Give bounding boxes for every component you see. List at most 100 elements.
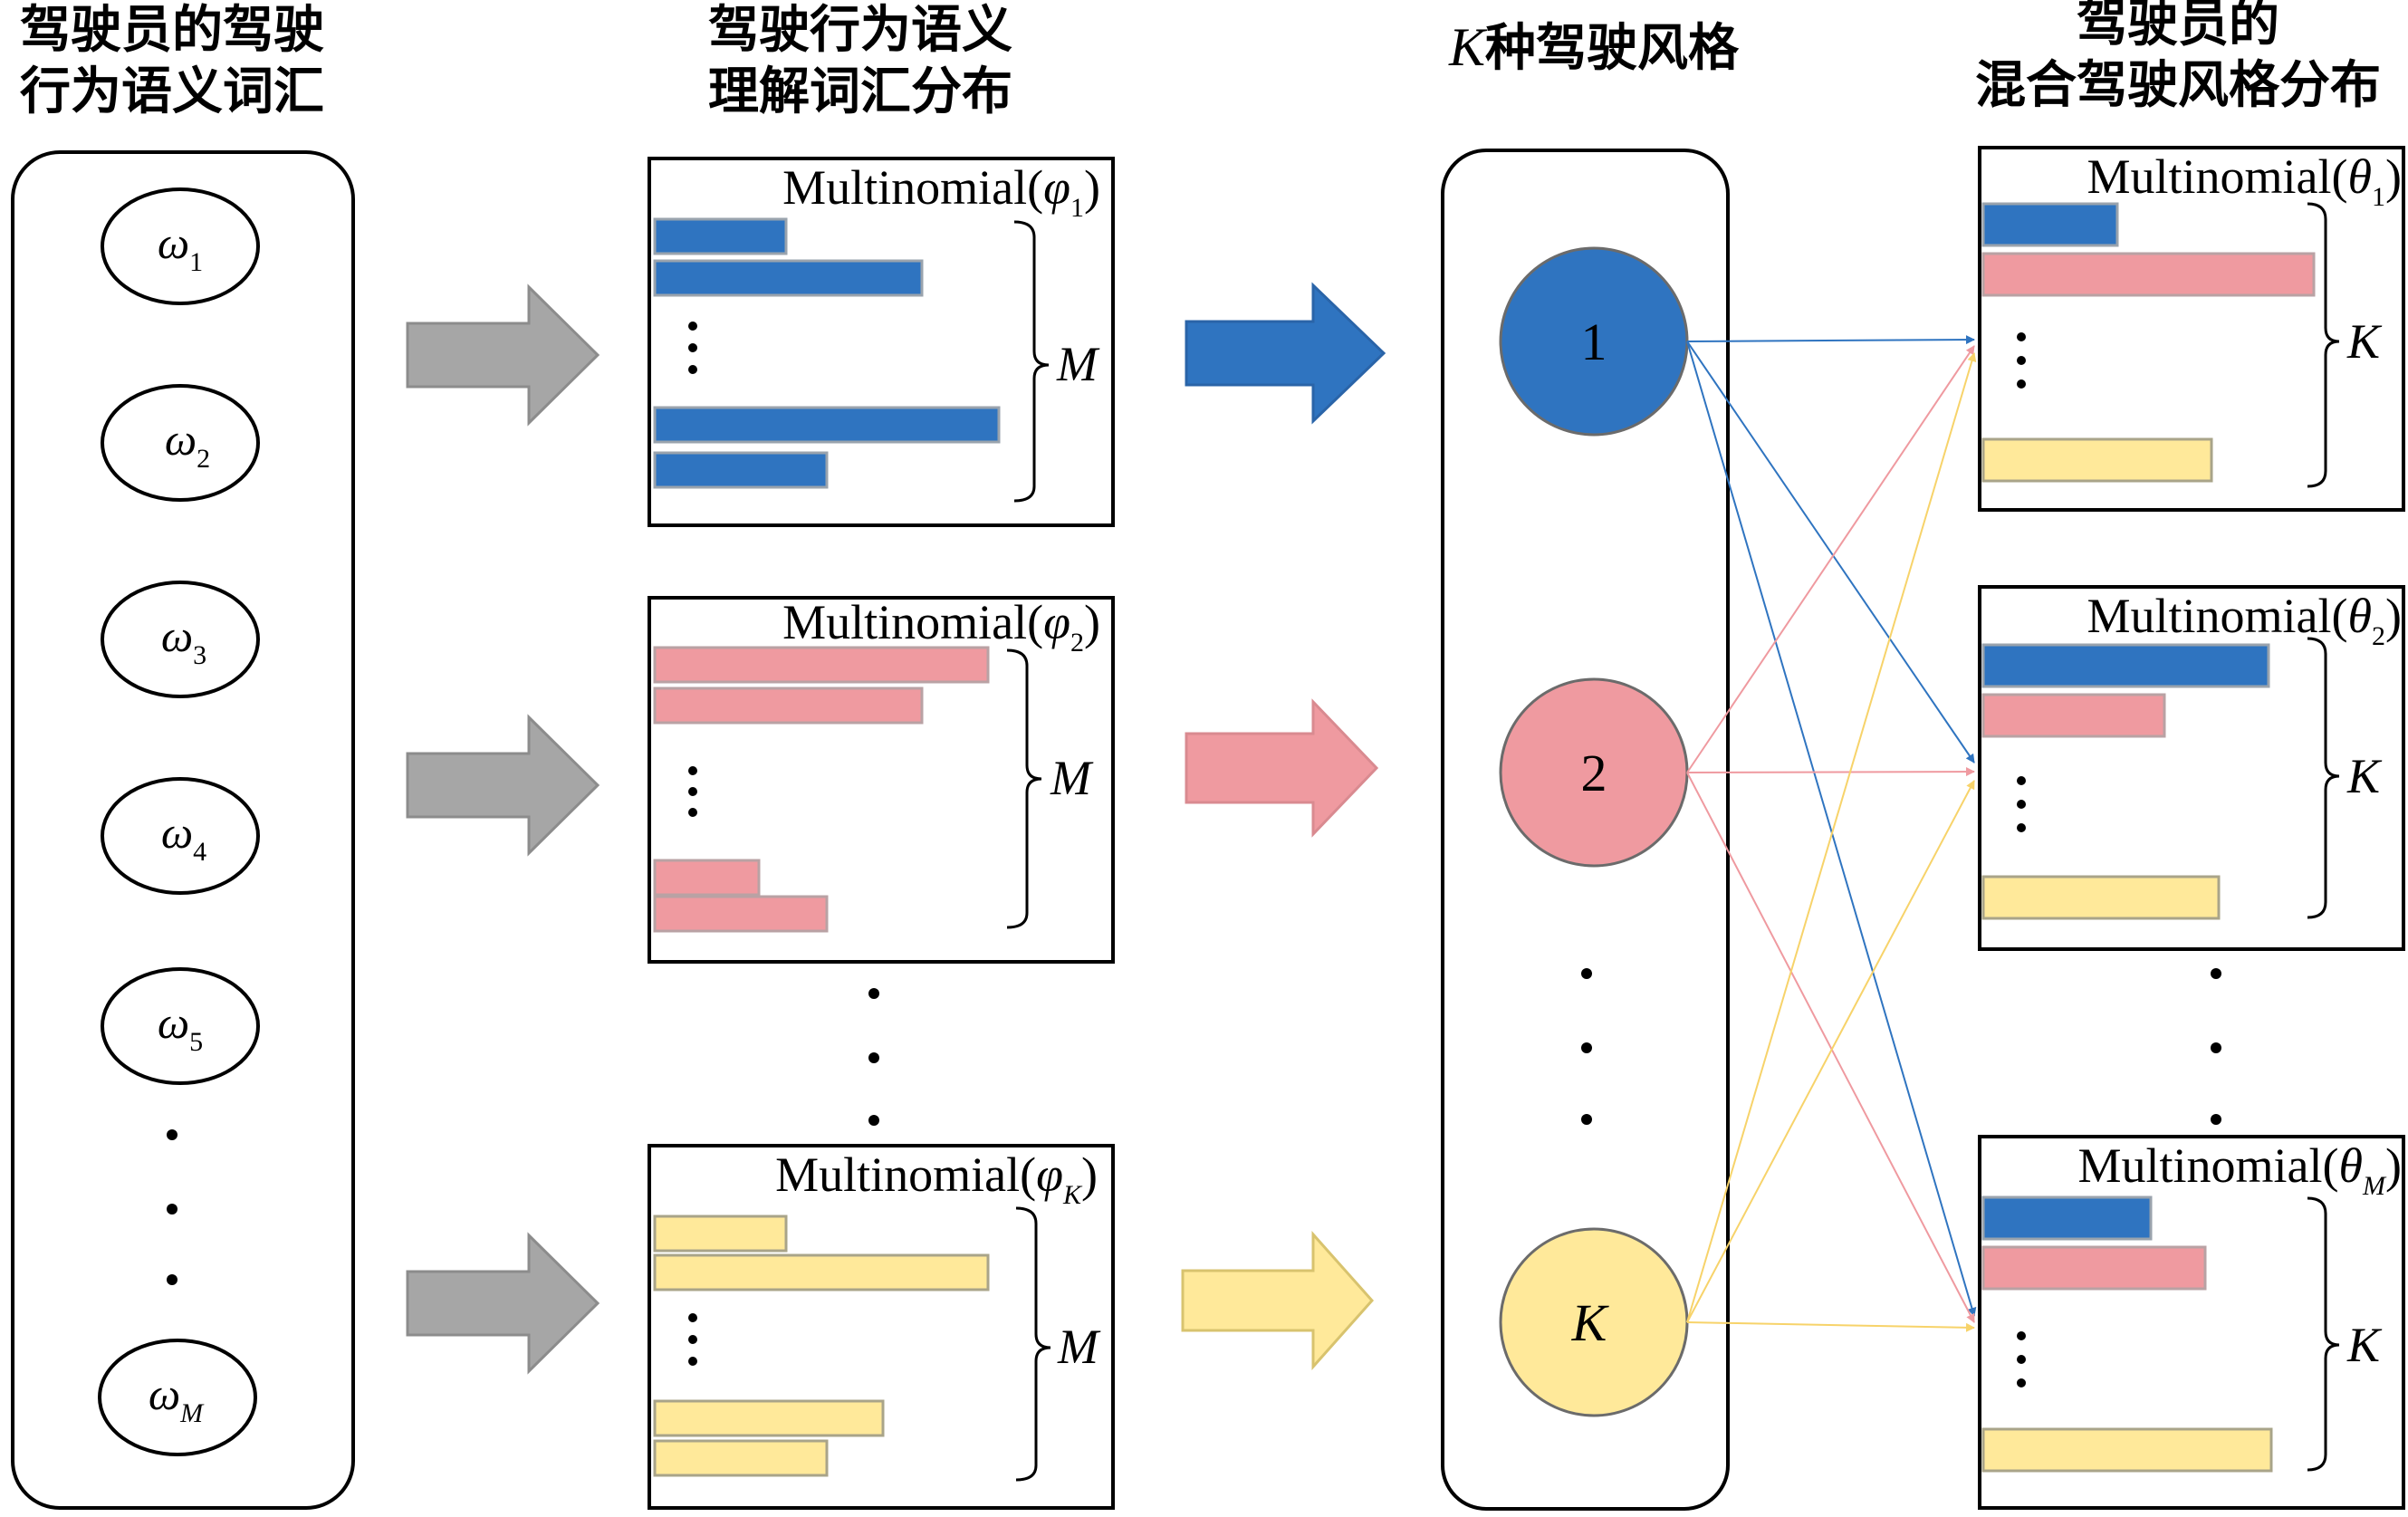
style-to-driver-connections xyxy=(1686,335,1977,1332)
brace xyxy=(1006,648,1042,929)
brace-label-m: M xyxy=(1056,337,1100,391)
blue-arrow xyxy=(1185,282,1386,425)
bar xyxy=(1981,1195,2153,1241)
header-style-mixture-line2: 混合驾驶风格分布 xyxy=(1975,56,2381,115)
bar xyxy=(1981,693,2166,738)
word-subscript-4: 4 xyxy=(193,837,206,867)
header-style-mixture-line1: 驾驶员的 xyxy=(2077,0,2279,53)
yellow-arrow xyxy=(1181,1231,1375,1370)
svg-text:ωM: ωM xyxy=(149,1368,205,1428)
brace-label-k: K xyxy=(2346,314,2383,369)
style-node-label: 2 xyxy=(1581,744,1607,802)
multinomial-phi-2-label: Multinomial(φ2) xyxy=(782,595,1100,658)
multinomial-theta-2-label: Multinomial(θ2) xyxy=(2087,589,2403,651)
word-subscript-1: 1 xyxy=(189,247,203,277)
header-word-vocabulary-line1: 驾驶员的驾驶 xyxy=(20,1,324,60)
bar xyxy=(653,646,990,684)
ellipsis-dots xyxy=(688,766,697,817)
bar xyxy=(653,1399,885,1437)
brace-label-k: K xyxy=(2346,1318,2383,1372)
brace xyxy=(2307,202,2340,488)
multinomial-phi-k-label: Multinomial(φK) xyxy=(775,1147,1098,1210)
style-node-label: 1 xyxy=(1581,312,1607,371)
bar xyxy=(653,1253,990,1291)
bar xyxy=(1981,437,2213,483)
header-word-distribution-line1: 驾驶行为语义 xyxy=(708,1,1012,60)
bar xyxy=(1981,1245,2207,1291)
svg-text:ω5: ω5 xyxy=(158,997,203,1057)
word-node-5: ω5 xyxy=(101,967,260,1085)
bar xyxy=(1981,202,2119,247)
style-mixture-box-1: Multinomial(θ1) K xyxy=(1978,146,2405,512)
bar xyxy=(1981,252,2316,297)
brace xyxy=(1013,220,1050,503)
bar xyxy=(1981,875,2221,920)
style-node-1: 1 xyxy=(1499,246,1689,437)
word-node-2: ω2 xyxy=(101,384,260,502)
gray-arrow-3 xyxy=(406,1232,600,1375)
style-mixture-box-2: Multinomial(θ2) K xyxy=(1978,585,2405,951)
word-node-1: ω1 xyxy=(101,187,260,305)
brace-label-k: K xyxy=(2346,749,2383,803)
bar xyxy=(653,451,829,489)
multinomial-theta-m-label: Multinomial(θM) xyxy=(2078,1138,2403,1201)
pink-arrow xyxy=(1185,698,1379,838)
gray-arrow-2 xyxy=(406,714,600,857)
header-k-driving-styles: K种驾驶风格 xyxy=(1448,17,1740,78)
bar xyxy=(653,259,924,297)
word-subscript-5: 5 xyxy=(189,1027,203,1057)
omega-symbol: ω xyxy=(158,217,189,268)
header-k-text: 种驾驶风格 xyxy=(1485,19,1740,78)
bar xyxy=(653,859,761,897)
svg-text:ω4: ω4 xyxy=(161,807,206,867)
word-node-4: ω4 xyxy=(101,777,260,895)
bar xyxy=(1981,1427,2273,1473)
ellipsis-dots xyxy=(2017,776,2026,832)
bar xyxy=(653,895,829,933)
gray-arrow-1 xyxy=(406,283,600,427)
header-k-symbol: K xyxy=(1448,17,1488,77)
word-node-m: ωM xyxy=(98,1339,257,1456)
bar xyxy=(1981,643,2270,688)
brace-label-m: M xyxy=(1050,751,1094,805)
word-node-3: ω3 xyxy=(101,581,260,698)
ellipsis-dots xyxy=(2017,1331,2026,1387)
ellipsis-dots xyxy=(688,1313,697,1366)
style-mixture-box-m: Multinomial(θM) K xyxy=(1978,1135,2405,1510)
brace xyxy=(2307,637,2340,919)
word-subscript-m: M xyxy=(179,1398,205,1428)
style-node-2: 2 xyxy=(1499,677,1689,868)
svg-text:ω2: ω2 xyxy=(165,414,210,474)
ellipsis-dots xyxy=(868,988,879,1126)
word-distribution-box-k: Multinomial(φK) M xyxy=(648,1144,1115,1510)
ellipsis-dots xyxy=(2017,332,2026,389)
omega-symbol: ω xyxy=(158,997,189,1048)
svg-text:ω1: ω1 xyxy=(158,217,203,277)
omega-symbol: ω xyxy=(161,610,193,661)
style-node-k: K xyxy=(1499,1227,1689,1417)
ellipsis-dots xyxy=(1581,968,1592,1125)
style-node-label: K xyxy=(1571,1293,1610,1352)
ellipsis-dots xyxy=(2211,968,2221,1125)
header-word-distribution-line2: 理解词汇分布 xyxy=(708,62,1012,121)
bar xyxy=(653,1439,829,1477)
header-word-vocabulary-line2: 行为语义词汇 xyxy=(20,62,324,121)
multinomial-phi-1-label: Multinomial(φ1) xyxy=(782,160,1100,223)
brace xyxy=(2307,1196,2340,1472)
word-distribution-box-2: Multinomial(φ2) M xyxy=(648,595,1115,964)
brace-label-m: M xyxy=(1057,1320,1101,1374)
omega-symbol: ω xyxy=(149,1368,180,1419)
bar xyxy=(653,1215,788,1253)
word-distribution-box-1: Multinomial(φ1) M xyxy=(648,157,1115,527)
word-subscript-3: 3 xyxy=(193,640,206,670)
multinomial-theta-1-label: Multinomial(θ1) xyxy=(2087,149,2403,212)
omega-symbol: ω xyxy=(165,414,197,465)
svg-text:ω3: ω3 xyxy=(161,610,206,670)
ellipsis-dots xyxy=(688,322,697,374)
word-subscript-2: 2 xyxy=(197,444,210,474)
omega-symbol: ω xyxy=(161,807,193,858)
bar xyxy=(653,406,1001,444)
bar xyxy=(653,217,788,255)
brace xyxy=(1015,1206,1051,1482)
